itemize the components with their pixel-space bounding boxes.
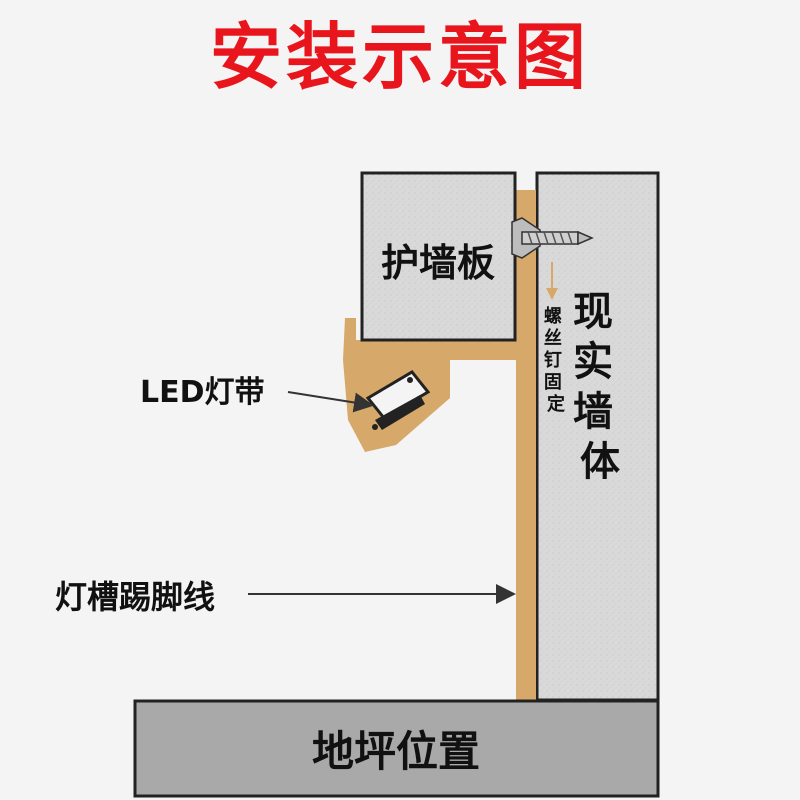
panel-label: 护墙板 (381, 241, 495, 285)
screw-icon (511, 217, 594, 259)
wall-label-c2: 实 (573, 339, 613, 385)
screw-note-c4: 固 (544, 372, 562, 393)
led-label: LED灯带 (140, 375, 265, 410)
screw-note-c2: 丝 (544, 327, 562, 349)
baseboard-label: 灯槽踢脚线 (55, 578, 215, 616)
wall-label: 现 实 墙 体 (573, 289, 627, 485)
real-wall (535, 171, 660, 702)
floor-label: 地坪位置 (312, 727, 480, 776)
screw-note-arrow (546, 262, 558, 300)
led-strip-housing (365, 370, 431, 430)
screw-note-c5: 定 (547, 393, 565, 415)
wall-label-c3: 墙 (573, 389, 613, 435)
diagram-title: 安装示意图 (209, 14, 590, 99)
screw-note-c1: 螺 (544, 306, 562, 327)
screw-note-c3: 钉 (544, 349, 562, 371)
led-pointer-arrow (287, 391, 374, 413)
wall-label-c4: 体 (580, 439, 620, 485)
wall-panel (360, 171, 517, 342)
wall-label-c1: 现 (573, 289, 613, 335)
floor-block (133, 699, 660, 798)
screw-note-label: 螺 丝 钉 固 定 (544, 306, 568, 415)
